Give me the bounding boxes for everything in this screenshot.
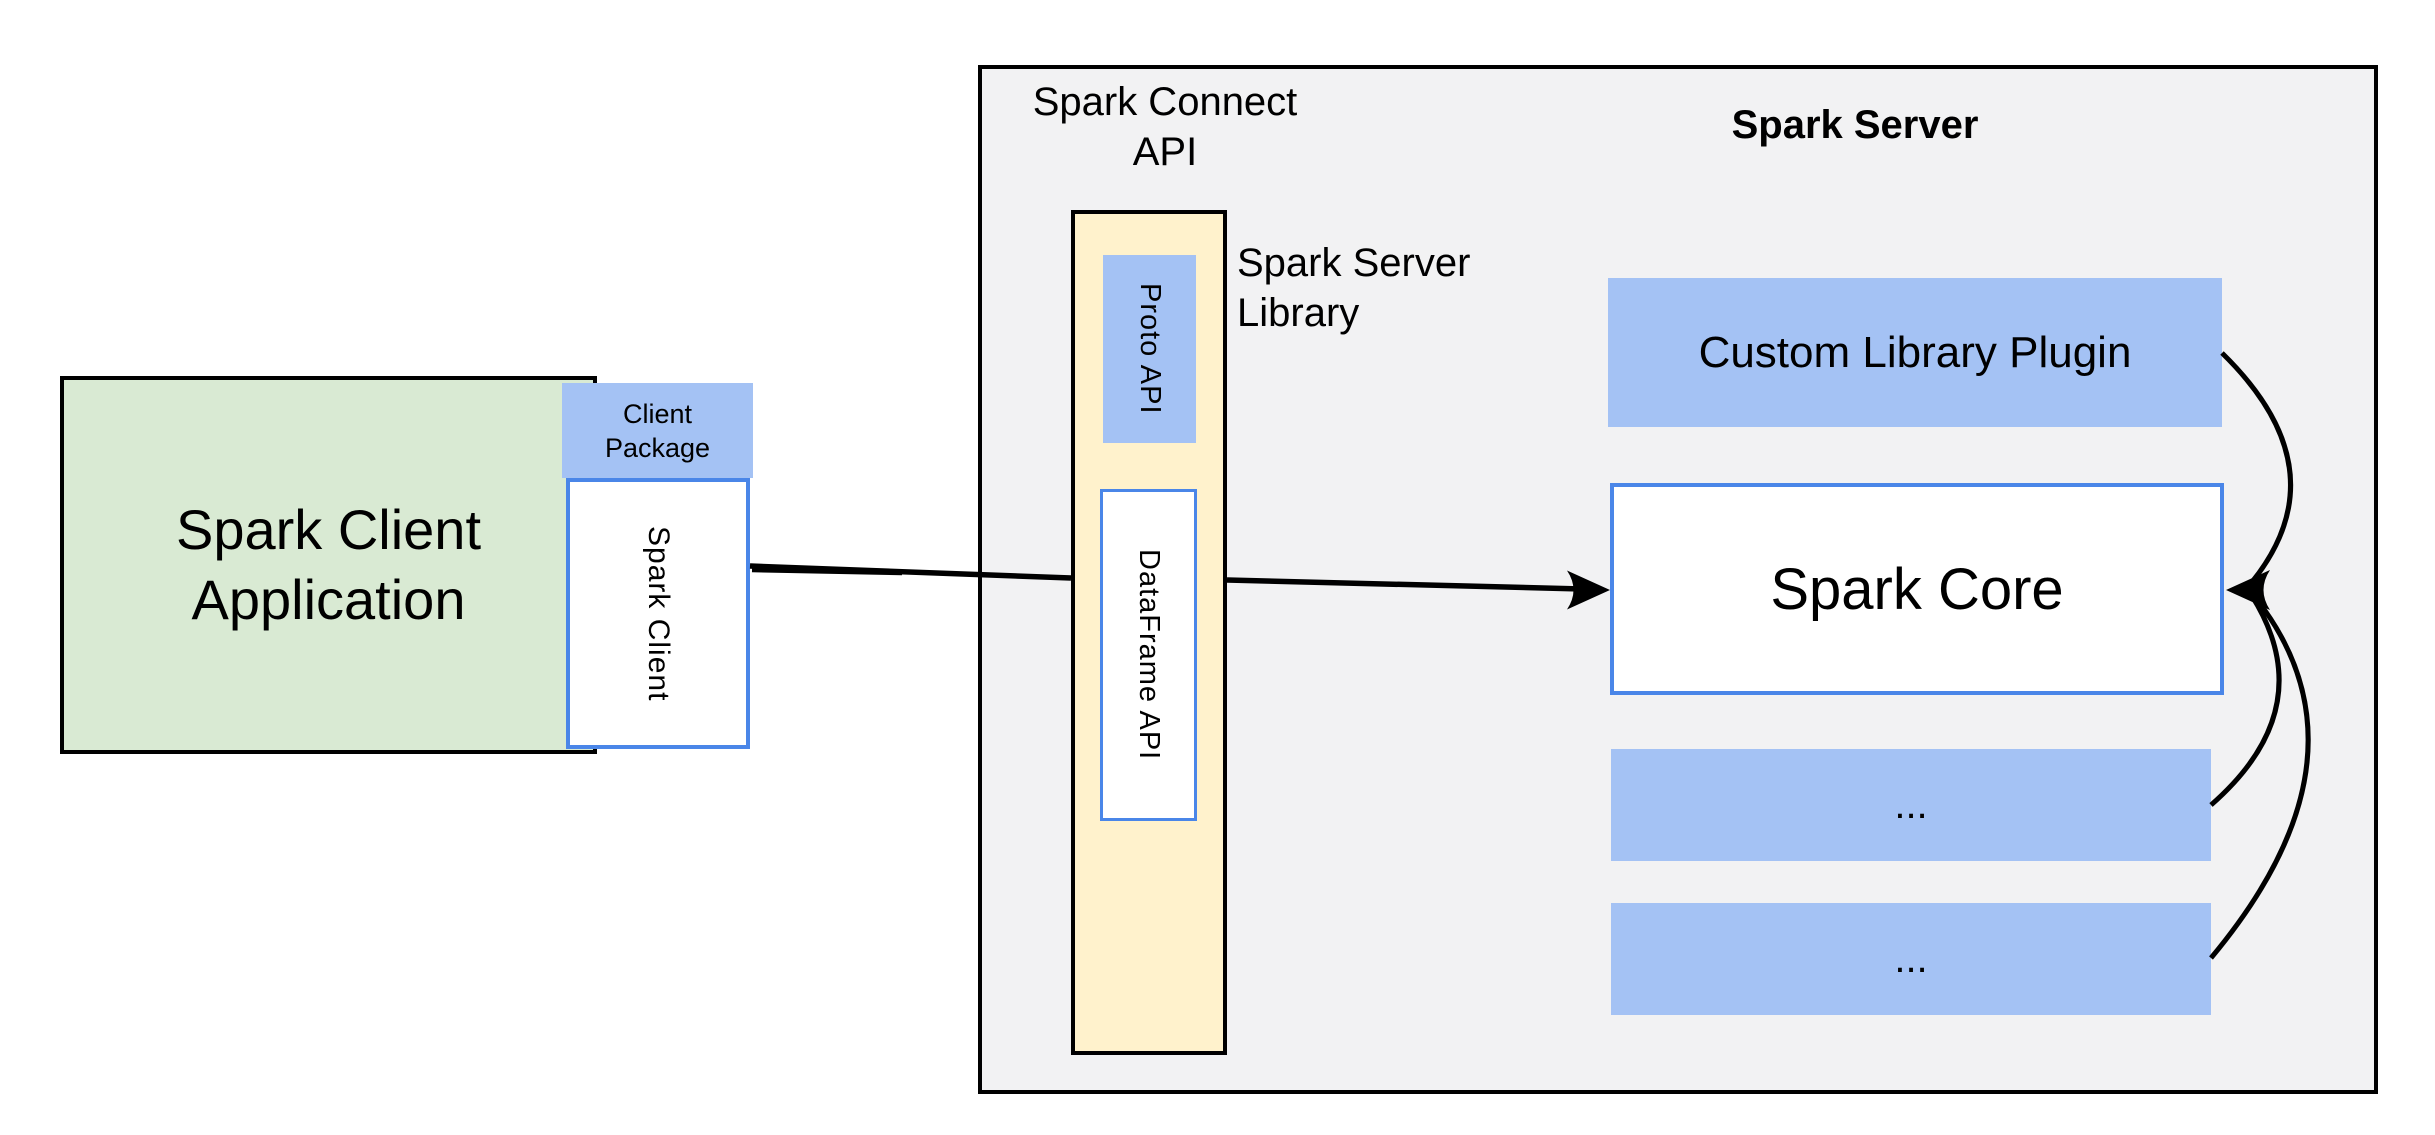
spark-server-library-label: Spark Server Library <box>1237 241 1471 335</box>
proto-api-label: Proto API <box>1134 283 1166 415</box>
connector-client-to-library-overlap <box>751 567 903 576</box>
dataframe-api-label: DataFrame API <box>1133 549 1165 761</box>
plugin-placeholder-box-2: ... <box>1611 903 2211 1015</box>
client-package-label: Client Package <box>604 398 711 463</box>
spark-client-application-box: Spark Client Application <box>60 376 597 754</box>
proto-api-box: Proto API <box>1103 255 1196 443</box>
plugin-placeholder-box-1: ... <box>1611 749 2211 861</box>
spark-client-label: Spark Client <box>642 525 675 702</box>
client-package-box: Client Package <box>562 383 753 478</box>
dataframe-api-box: DataFrame API <box>1100 489 1197 821</box>
spark-client-box: Spark Client <box>566 478 750 749</box>
spark-core-box: Spark Core <box>1610 483 2224 695</box>
spark-client-application-label: Spark Client Application <box>175 498 482 631</box>
spark-connect-api-label: Spark Connect API <box>1032 80 1298 174</box>
custom-library-plugin-box: Custom Library Plugin <box>1608 278 2222 427</box>
spark-server-title: Spark Server <box>1731 102 1979 147</box>
